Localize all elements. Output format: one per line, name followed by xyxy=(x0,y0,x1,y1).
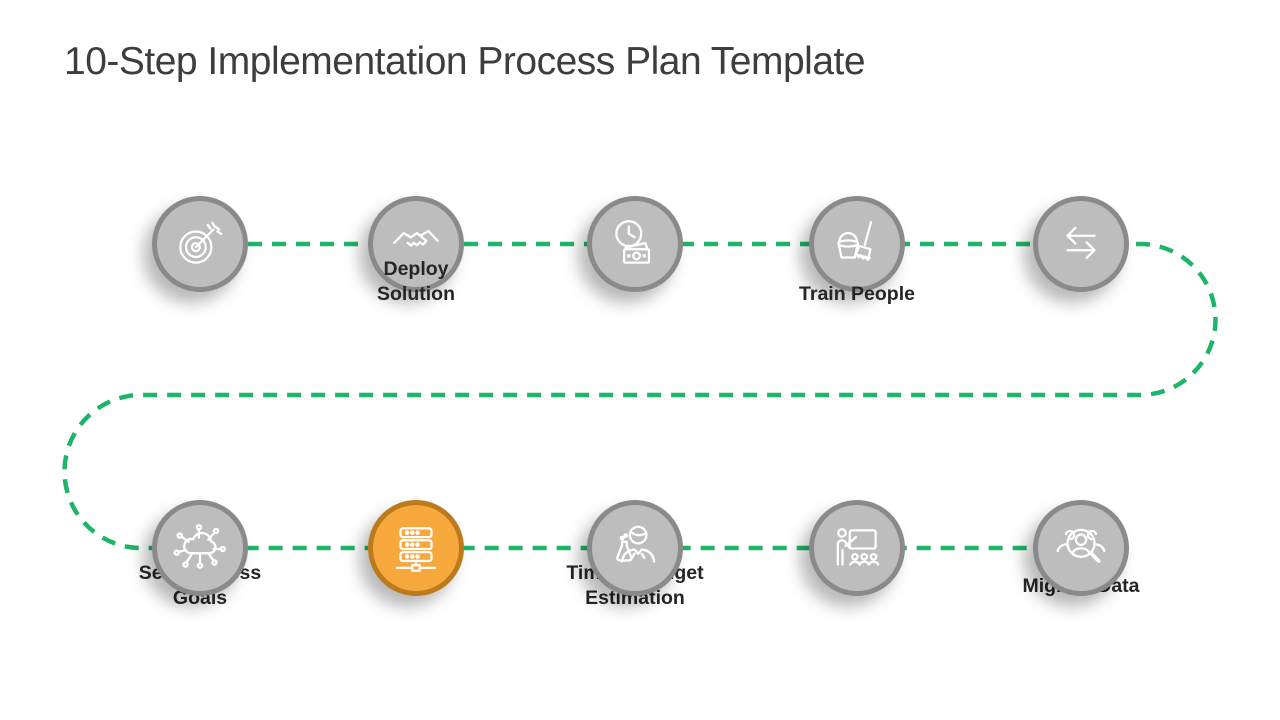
step-circle xyxy=(368,196,464,292)
step-circle xyxy=(809,196,905,292)
server-icon xyxy=(387,519,445,577)
process-connector-path xyxy=(62,241,1218,551)
clean-data-icon xyxy=(828,215,886,273)
step-label: Train People xyxy=(799,283,915,306)
user-adoption-icon xyxy=(1052,519,1110,577)
step-circle xyxy=(152,196,248,292)
migrate-data-icon xyxy=(1052,215,1110,273)
page-title: 10-Step Implementation Process Plan Temp… xyxy=(64,40,866,83)
step-circle xyxy=(1033,196,1129,292)
target-icon xyxy=(171,215,229,273)
step-circle xyxy=(368,500,464,596)
test-lab-icon xyxy=(606,519,664,577)
integrate-icon xyxy=(171,519,229,577)
step-circle xyxy=(587,196,683,292)
step-circle xyxy=(1033,500,1129,596)
step-circle xyxy=(587,500,683,596)
step-circle xyxy=(152,500,248,596)
training-icon xyxy=(828,519,886,577)
handshake-icon xyxy=(387,215,445,273)
step-circle xyxy=(809,500,905,596)
step-label: Deploy Solution xyxy=(377,258,455,306)
time-budget-icon xyxy=(606,215,664,273)
